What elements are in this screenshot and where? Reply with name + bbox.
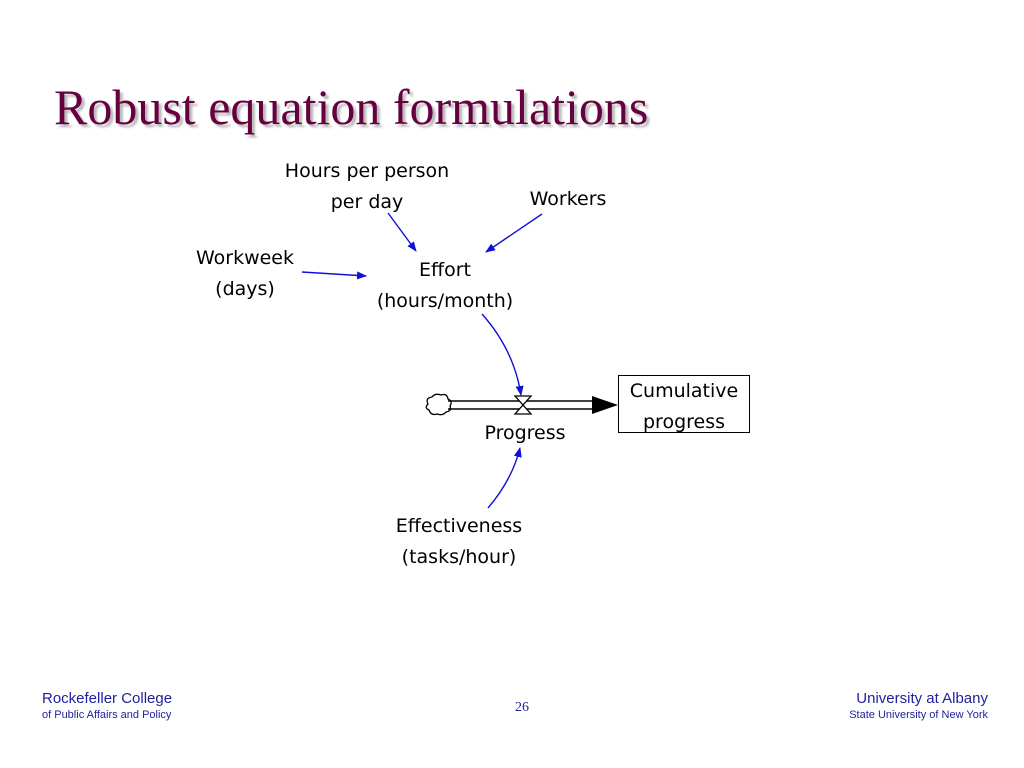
stock-cumulative-progress: Cumulative progress <box>618 376 750 438</box>
slide-title: Robust equation formulations <box>54 79 649 135</box>
variable-effectiveness: Effectiveness (tasks/hour) <box>369 511 549 573</box>
variable-effort: Effort (hours/month) <box>360 255 530 317</box>
variable-workweek: Workweek (days) <box>180 243 310 305</box>
variable-hours-per-person: Hours per person per day <box>262 156 472 218</box>
flow-pipe <box>448 396 618 414</box>
link-effort-to-progress <box>481 313 524 396</box>
valve-icon <box>513 395 533 415</box>
variable-effort-line2: (hours/month) <box>376 290 514 312</box>
variable-workweek-line2: (days) <box>215 278 275 300</box>
variable-workers: Workers <box>508 184 628 215</box>
footer-college-subtitle: of Public Affairs and Policy <box>42 709 172 721</box>
variable-workers-label: Workers <box>529 188 607 210</box>
flow-progress-label: Progress <box>484 422 566 444</box>
variable-effectiveness-line1: Effectiveness <box>395 515 523 537</box>
footer-college-name: Rockefeller College <box>42 690 173 707</box>
footer-university-subtitle: State University of New York <box>849 709 988 721</box>
link-hours-to-effort <box>387 212 417 252</box>
footer-left: Rockefeller College of Public Affairs an… <box>42 690 172 723</box>
link-workers-to-effort <box>485 213 543 253</box>
variable-hours-per-person-line1: Hours per person <box>284 160 450 182</box>
stock-box-cumulative-progress <box>618 375 750 433</box>
page-number: 26 <box>515 700 529 715</box>
link-effectiveness-to-progress <box>487 447 522 509</box>
variable-hours-per-person-line2: per day <box>330 191 404 213</box>
variable-effectiveness-line2: (tasks/hour) <box>401 546 517 568</box>
flow-progress: Progress <box>465 418 585 449</box>
link-workweek-to-effort <box>301 271 367 280</box>
footer-university-name: University at Albany <box>856 690 988 707</box>
stock-cumulative-progress-line1: Cumulative <box>629 380 739 402</box>
variable-workweek-line1: Workweek <box>195 247 295 269</box>
cloud-icon <box>425 393 452 416</box>
stock-cumulative-progress-line2: progress <box>642 411 726 433</box>
footer-right: University at Albany State University of… <box>849 690 988 723</box>
variable-effort-line1: Effort <box>419 259 471 281</box>
